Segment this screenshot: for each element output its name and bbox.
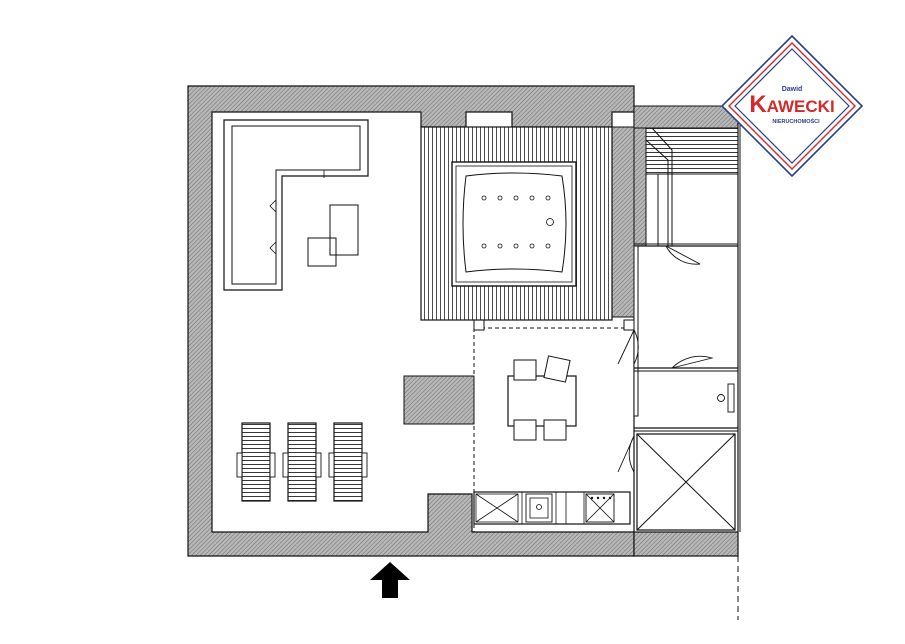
side-rooms [633, 106, 741, 620]
kitchen-zone [473, 319, 639, 533]
sun-loungers [236, 422, 368, 502]
logo-tagline: NIERUCHOMOŚCI [772, 118, 820, 125]
company-logo: Dawid KAWECKI NIERUCHOMOŚCI [720, 34, 864, 178]
hatched-block [403, 375, 475, 425]
stair-block [633, 105, 739, 247]
jacuzzi [420, 126, 613, 321]
logo-brand-rest: AWECKI [767, 97, 835, 116]
logo-first-name: Dawid [782, 86, 803, 93]
exterior-walls [187, 85, 739, 557]
logo-brand-initial: K [749, 91, 767, 118]
sofa-set [223, 119, 369, 291]
svg-text:KAWECKI: KAWECKI [749, 91, 834, 118]
entrance-arrow-icon [370, 562, 410, 598]
